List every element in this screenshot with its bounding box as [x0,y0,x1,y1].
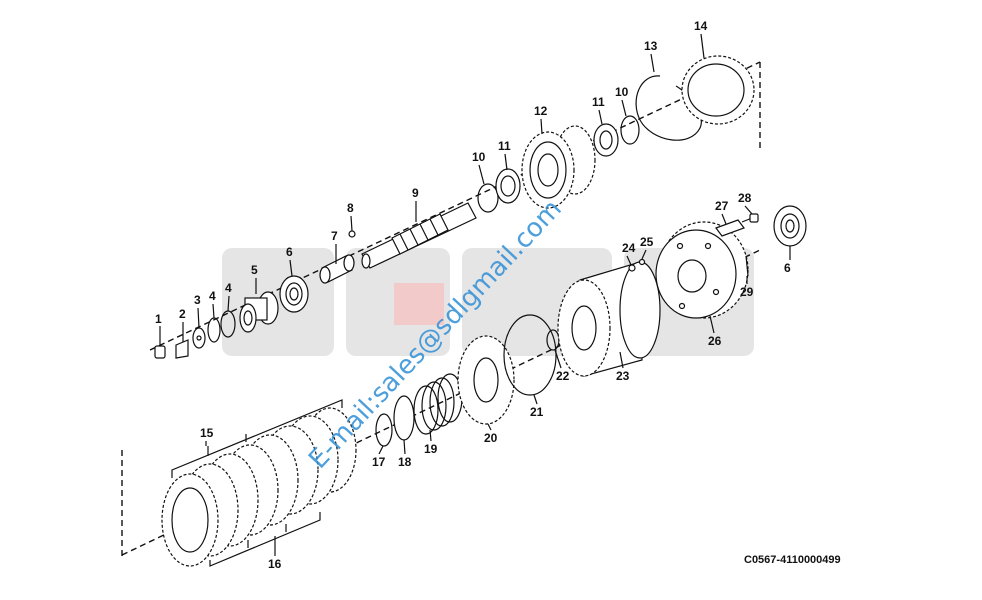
part-27-bracket [715,219,745,237]
part-11-bearing-lower [495,168,521,204]
part-2-lock-plate [175,322,189,359]
callout-14: 14 [694,19,708,33]
part-8-pin [348,230,356,238]
callout-8: 8 [347,201,354,215]
callout-29: 29 [740,285,754,299]
callout-2: 2 [179,307,186,321]
part-3-washer [192,327,206,349]
callout-6-right: 6 [784,261,791,275]
part-17-ring [375,413,393,447]
callout-leader-lines [159,33,791,556]
callout-5: 5 [251,263,258,277]
part-23-clutch-drum [557,261,661,377]
part-9-shaft [361,202,477,269]
part-4-snap-ring [207,317,221,343]
callout-10-lower: 10 [472,150,486,164]
callout-27: 27 [715,199,729,213]
callout-12: 12 [534,104,548,118]
callout-26: 26 [708,334,722,348]
callout-labels: 1 2 3 4 4 5 6 7 8 9 10 11 12 11 10 13 14… [155,19,791,571]
part-26-gear [655,221,749,319]
part-18-washer [393,395,415,441]
callout-3: 3 [194,293,201,307]
part-5-coupling [239,291,279,333]
part-24-pin [628,264,636,272]
part-12-gear [521,125,596,209]
lower-axis-line [121,249,761,556]
callout-22: 22 [556,369,570,383]
callout-23: 23 [616,369,630,383]
part-19-spring [413,373,463,435]
callout-17: 17 [372,455,386,469]
callout-28: 28 [738,191,752,205]
callout-24: 24 [622,241,636,255]
part-1-bolt [154,330,166,359]
callout-6-left: 6 [286,245,293,259]
part-10-ring-upper [620,115,640,145]
part-6-bearing-right [773,205,807,247]
part-14-ring-gear [681,55,755,125]
part-20-piston [457,335,515,425]
part-6-bearing-left [279,275,309,313]
callout-16: 16 [268,557,282,571]
callout-15: 15 [200,426,214,440]
part-21-seal-ring [503,314,557,396]
part-25-pin [638,258,646,266]
callout-11-lower: 11 [498,139,511,153]
part-10-ring-lower [477,183,499,213]
callout-20: 20 [484,431,498,445]
part-7-sleeve [319,254,355,284]
diagram-code: C0567-4110000499 [744,554,841,566]
part-15-16-clutch-disc-stack [161,407,357,567]
callout-25: 25 [640,235,654,249]
callout-4: 4 [209,289,216,303]
callout-13: 13 [644,39,658,53]
callout-1: 1 [155,312,162,326]
part-15-bracket [171,399,343,478]
part-16-bracket [209,512,321,567]
callout-10-upper: 10 [615,85,629,99]
callout-7: 7 [331,229,338,243]
callout-9: 9 [412,186,419,200]
callout-21: 21 [530,405,544,419]
callout-11-upper: 11 [592,95,605,109]
part-11-bearing-upper [593,123,619,157]
part-29-pin [745,255,749,277]
callout-4b: 4 [225,281,232,295]
part-28-bolt [741,213,759,223]
callout-19: 19 [424,442,438,456]
callout-18: 18 [398,455,412,469]
